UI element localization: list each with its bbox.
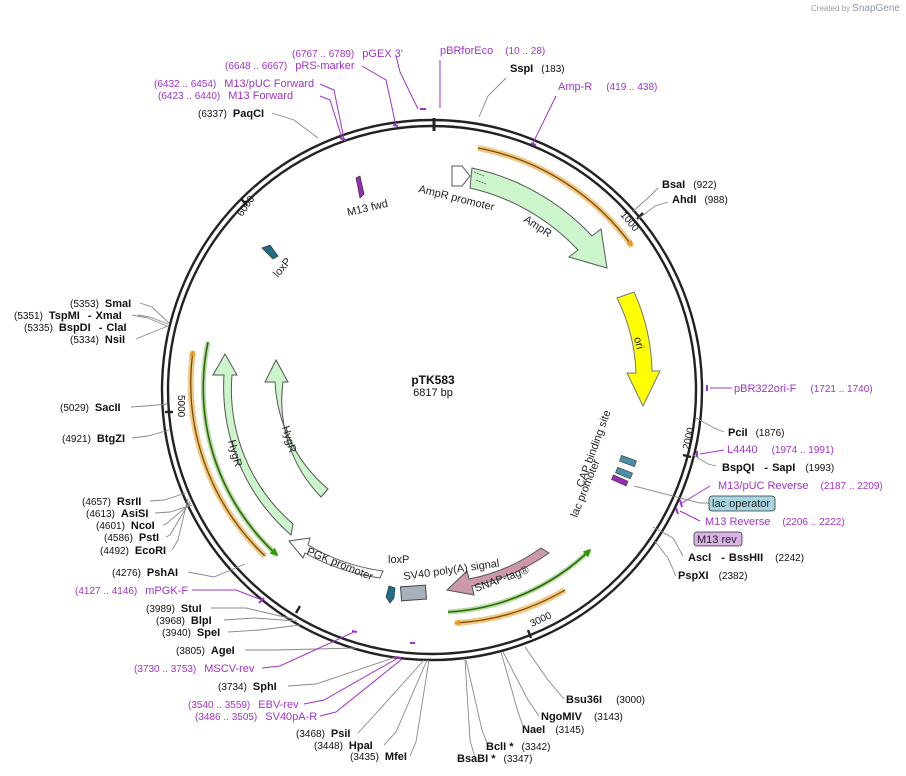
plasmid-size: 6817 bp — [413, 387, 453, 399]
enzyme-bsu36i: Bsu36I(3000) — [566, 694, 645, 706]
orf-bottom-orange-line — [453, 589, 566, 626]
enzyme-naei: NaeI(3145) — [522, 724, 584, 736]
snap-tag-arrow — [445, 547, 550, 596]
enzyme-bspdi: (5335)BspDI-ClaI — [24, 322, 127, 334]
enzyme-mfei: (3435)MfeI — [350, 751, 407, 763]
primer-mpgk-f: (4127 .. 4146)mPGK-F — [75, 585, 188, 597]
primer-ebv-rev: (3540 .. 3559)EBV-rev — [188, 699, 299, 711]
ampr-arrow — [469, 167, 608, 269]
enzyme-paqci: (6337)PaqCI — [198, 108, 264, 120]
sv40-polya-box — [400, 584, 427, 602]
hygr-outer-label: HygR — [225, 439, 244, 469]
primer-m13-puc-reverse: M13/pUC Reverse(2187 .. 2209) — [718, 480, 883, 492]
pgk-promoter-label: PGK promoter — [305, 546, 375, 584]
primer-pgex-3: (6767 .. 6789)pGEX 3' — [292, 48, 403, 60]
enzyme-nsii: (5334)NsiI — [70, 334, 125, 346]
cap-binding-box — [619, 455, 637, 467]
enzyme-psti: (4586)PstI — [104, 532, 159, 544]
primer-mscv-rev: (3730 .. 3753)MSCV-rev — [134, 663, 255, 675]
hygr-inner-label: HygR — [279, 425, 298, 455]
enzyme-blpi: (3968)BlpI — [156, 615, 212, 627]
enzyme-stui: (3989)StuI — [146, 603, 202, 615]
enzyme-bspqi: BspQI-SapI(1993) — [722, 462, 834, 474]
primer-pbrforeco: pBRforEco(10 .. 28) — [440, 45, 545, 57]
enzyme-spei: (3940)SpeI — [162, 627, 220, 639]
loxp-top-label: loxP — [271, 256, 294, 280]
enzyme-bsai: BsaI(922) — [662, 179, 717, 191]
enzyme-smai: (5353)SmaI — [70, 298, 131, 310]
primer-m13-puc-forward: (6432 .. 6454)M13/pUC Forward — [154, 78, 314, 90]
enzyme-asisi: (4613)AsiSI — [86, 508, 148, 520]
m13-fwd-label: M13 fwd — [346, 198, 389, 219]
enzyme-ecori: (4492)EcoRI — [100, 545, 166, 557]
enzyme-sphi: (3734)SphI — [218, 681, 277, 693]
scale-ticks — [165, 198, 692, 639]
m13-fwd-arrow — [355, 175, 365, 199]
ori-label: ori — [631, 336, 646, 351]
enzyme-ngomiv: NgoMIV(3143) — [541, 711, 623, 723]
enzyme-psii: (3468)PsiI — [296, 728, 350, 740]
enzyme-asci: AscI-BssHII(2242) — [688, 552, 804, 564]
enzyme-pcii: PciI(1876) — [728, 427, 784, 439]
lac-operator-box — [611, 474, 629, 487]
backbone-inner — [166, 124, 698, 656]
enzyme-ahdi: AhdI(988) — [672, 194, 728, 206]
orf-bottom-green-line — [447, 548, 592, 613]
tick-label-6000: 6000 — [235, 194, 257, 219]
primer-m13-forward: (6423 .. 6440)M13 Forward — [158, 90, 293, 102]
plasmid-name: pTK583 — [411, 373, 455, 387]
enzyme-pspxi: PspXI(2382) — [678, 570, 747, 582]
enzyme-labels: SspI(183) BsaI(922) AhdI(988) PciI(1876)… — [14, 63, 834, 765]
primer-l4440: L4440(1974 .. 1991) — [727, 444, 834, 456]
orf-left-orange-line — [189, 349, 266, 557]
enzyme-sspi: SspI(183) — [510, 63, 565, 75]
lac-operator-badge — [708, 495, 776, 512]
enzyme-bcli: BclI *(3342) — [486, 741, 550, 753]
primer-amp-r: Amp-R(419 .. 438) — [558, 81, 657, 93]
primer-m13-reverse: M13 Reverse(2206 .. 2222) — [705, 516, 845, 528]
ampr-dashes — [473, 171, 487, 185]
primer-leaders — [192, 55, 732, 717]
loxp-bottom-arrow — [385, 585, 396, 604]
enzyme-btgzi: (4921)BtgZI — [62, 433, 125, 445]
enzyme-sacii: (5029)SacII — [60, 402, 121, 414]
loxp-top-arrow — [261, 244, 279, 260]
orf-top-orange-line — [477, 147, 633, 248]
lac-operator-text: lac operator — [712, 498, 770, 510]
primer-labels: pBRforEco(10 .. 28) Amp-R(419 .. 438) pB… — [75, 45, 883, 723]
pgk-promoter-arrow — [288, 537, 384, 579]
primer-flags — [258, 108, 708, 659]
primer-sv40pa-r: (3486 .. 3505)SV40pA-R — [195, 711, 317, 723]
brand-created-by: Created by — [811, 4, 851, 13]
ori-arrow — [616, 291, 661, 408]
m13-rev-text: M13 rev — [697, 534, 737, 546]
primer-pbr322ori-f: pBR322ori-F(1721 .. 1740) — [734, 383, 873, 395]
enzyme-rsrii: (4657)RsrII — [82, 496, 141, 508]
m13-rev-badge — [693, 531, 743, 547]
enzyme-bsabi: BsaBI *(3347) — [457, 753, 532, 765]
backbone-outer — [160, 118, 704, 662]
enzyme-agei: (3805)AgeI — [176, 645, 235, 657]
brand-name: SnapGene — [852, 3, 900, 14]
primer-prs-marker: (6648 .. 6667)pRS-marker — [225, 60, 355, 72]
orf-left-green-line — [202, 341, 279, 557]
lac-operator-leader — [633, 485, 710, 504]
enzyme-hpai: (3448)HpaI — [314, 740, 373, 752]
enzyme-ncoi: (4601)NcoI — [96, 520, 155, 532]
hygr-outer-arrow — [212, 352, 294, 536]
lac-promoter-box — [615, 466, 633, 480]
ampr-promoter-arrow — [451, 165, 471, 187]
enzyme-tspmi: (5351)TspMI-XmaI — [14, 310, 122, 322]
loxp-bottom-label: loxP — [388, 554, 409, 566]
tick-label-5000: 5000 — [175, 395, 186, 418]
enzyme-leaders — [130, 77, 725, 759]
tick-label-2000: 2000 — [681, 426, 697, 451]
hygr-inner-arrow — [264, 358, 329, 498]
enzyme-pshai: (4276)PshAI — [112, 567, 178, 579]
